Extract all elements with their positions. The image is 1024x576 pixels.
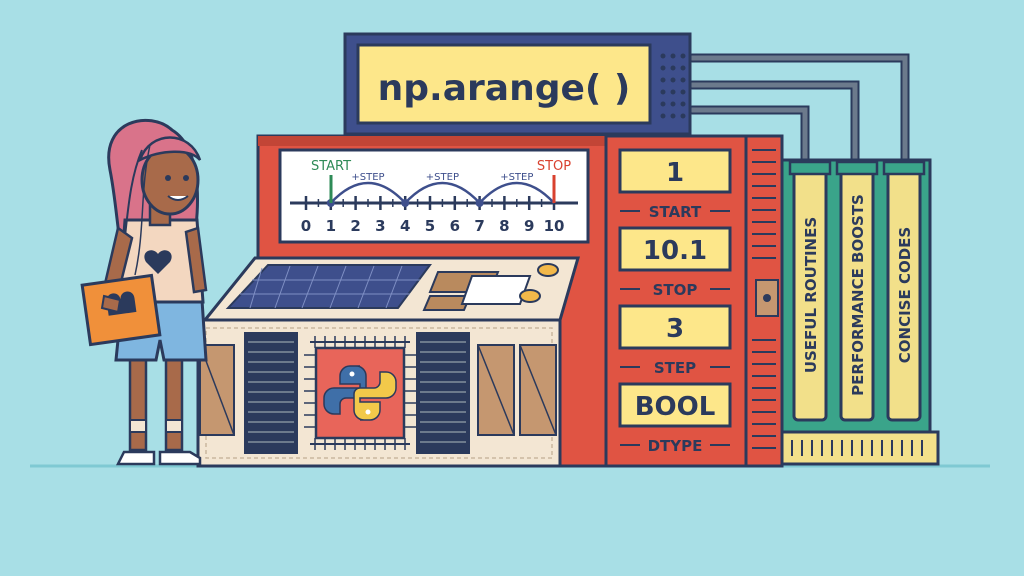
param-display: [618, 304, 732, 350]
tube-cap: [882, 160, 926, 176]
tick-label: 10: [544, 217, 565, 235]
tube-cabinet: USEFUL ROUTINES PERFORMANCE BOOSTS CONCISE…: [780, 158, 940, 466]
param-value: 10.1: [643, 236, 707, 266]
step-arc: [404, 181, 481, 204]
param-value: BOOL: [635, 392, 716, 422]
tick-label: 7: [474, 217, 484, 235]
trackpad: [460, 275, 532, 305]
tick-label: 8: [499, 217, 509, 235]
right-vent: [416, 332, 470, 454]
cabinet-base: [780, 430, 940, 466]
param-label: START: [649, 203, 702, 221]
keyboard-grid: [240, 265, 420, 309]
tick-label: 5: [425, 217, 435, 235]
step-arcs: +STEP +STEP +STEP: [326, 172, 555, 207]
tick-label: 6: [450, 217, 460, 235]
param-display: [618, 148, 732, 194]
control-slot: [422, 295, 472, 311]
step-point: [401, 199, 410, 207]
step-arc: [329, 181, 407, 204]
param-value: 1: [666, 158, 684, 188]
step-label: +STEP: [426, 172, 459, 183]
param-label: DTYPE: [648, 437, 703, 455]
step-arc: [478, 181, 555, 204]
left-vent: [244, 332, 298, 454]
start-marker-label: START: [311, 159, 351, 174]
left-shoe: [115, 450, 156, 466]
step-point: [475, 199, 484, 207]
speaker-grille: [660, 53, 686, 119]
title-text: np.arange( ): [378, 68, 631, 109]
tube-label: USEFUL ROUTINES: [802, 217, 820, 373]
knob-bottom: [519, 289, 541, 303]
tube-cap: [835, 160, 879, 176]
tube-cap: [788, 160, 832, 176]
pipes: [687, 53, 910, 165]
console: [196, 256, 580, 468]
tube-label: PERFORMANCE BOOSTS: [849, 194, 867, 396]
connector-panel: [744, 134, 784, 468]
knob-top: [537, 263, 559, 277]
person-figure: [80, 118, 208, 466]
tick-label: 3: [375, 217, 385, 235]
heart-icon: [144, 250, 172, 274]
param-label: STEP: [654, 359, 696, 377]
book-icon: [80, 273, 162, 347]
right-shoe: [158, 450, 202, 466]
param-display: [618, 226, 732, 272]
param-value: 3: [666, 314, 684, 344]
tick-label: 1: [326, 217, 336, 235]
tick-label: 2: [350, 217, 360, 235]
step-label: +STEP: [351, 172, 384, 183]
title-panel: np.arange( ): [343, 32, 692, 136]
step-label: +STEP: [500, 172, 533, 183]
param-label: STOP: [653, 281, 698, 299]
tick-label: 9: [524, 217, 534, 235]
tube-label: CONCISE CODES: [896, 227, 914, 363]
tick-label: 4: [400, 217, 410, 235]
python-logo-icon: [304, 336, 416, 450]
tube-list: USEFUL ROUTINES PERFORMANCE BOOSTS CONCISE…: [788, 160, 926, 422]
tick-label: 0: [301, 217, 311, 235]
param-display: [618, 382, 732, 428]
stop-marker-label: STOP: [537, 159, 571, 174]
